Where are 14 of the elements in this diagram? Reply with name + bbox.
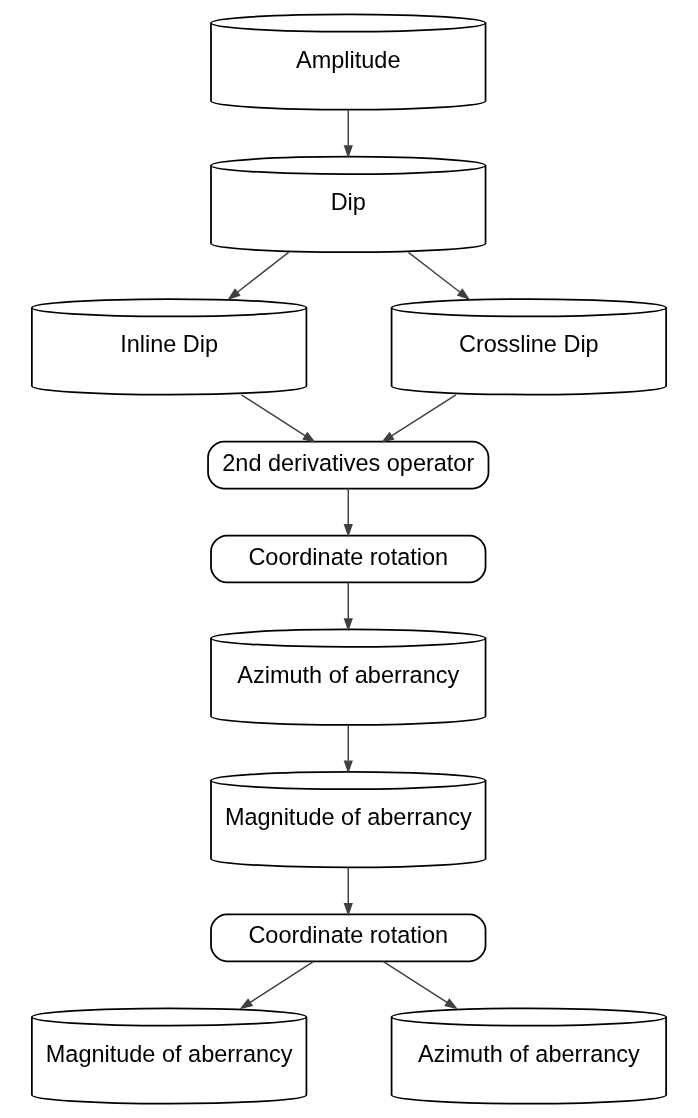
node-box: Coordinate rotation (210, 913, 487, 963)
arrow (239, 960, 315, 1010)
arrow (343, 487, 353, 538)
arrow (343, 724, 353, 774)
node-box: Coordinate rotation (210, 534, 487, 584)
arrow (343, 581, 353, 632)
arrow (227, 251, 290, 301)
arrow (240, 394, 316, 443)
arrow (343, 867, 353, 917)
arrow (407, 251, 471, 300)
arrow (380, 394, 457, 443)
node-box: 2nd derivatives operator (207, 440, 490, 490)
arrow (343, 109, 353, 159)
arrow (382, 960, 458, 1010)
